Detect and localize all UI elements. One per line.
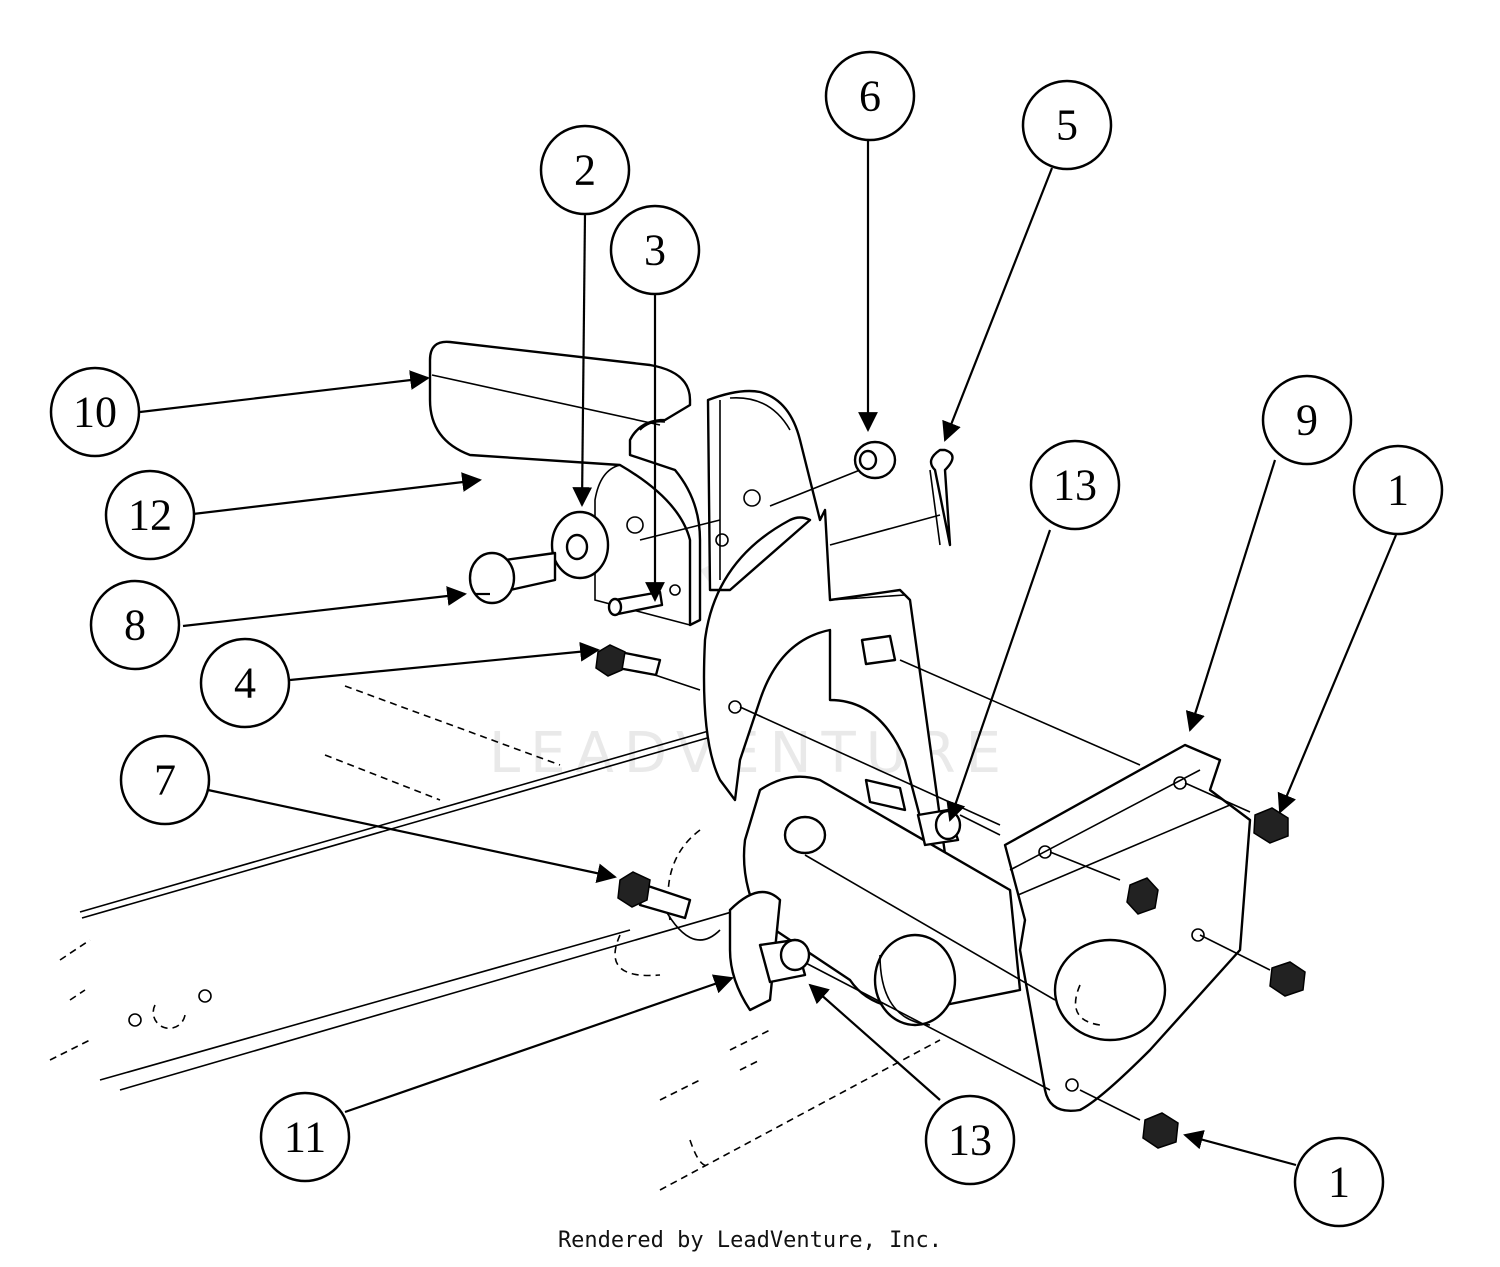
callout-13-lower: 13 <box>924 1094 1016 1186</box>
callout-label: 2 <box>574 146 596 195</box>
tine-shaft-housing <box>659 775 1022 1027</box>
callout-10: 10 <box>49 366 141 458</box>
hardware <box>468 440 1306 1149</box>
callout-13-upper: 13 <box>1029 439 1121 531</box>
callout-label: 4 <box>234 659 256 708</box>
callout-label: 8 <box>124 601 146 650</box>
callout-2: 2 <box>539 124 631 216</box>
callout-label: 6 <box>859 72 881 121</box>
flat-washer-icon <box>550 510 610 580</box>
callout-label: 13 <box>1053 461 1097 510</box>
stud-upper-icon <box>860 634 907 812</box>
render-credit: Rendered by LeadVenture, Inc. <box>557 1228 943 1253</box>
callout-4: 4 <box>199 637 291 729</box>
callout-1-lower: 1 <box>1293 1136 1385 1228</box>
callout-11: 11 <box>259 1091 351 1183</box>
center-bracket <box>702 389 952 895</box>
shoulder-bolt-icon <box>468 551 557 605</box>
callout-label: 1 <box>1387 466 1409 515</box>
callout-12: 12 <box>104 469 196 561</box>
callout-label: 1 <box>1328 1158 1350 1207</box>
callout-label: 7 <box>154 756 176 805</box>
leader-lines <box>139 140 1398 1167</box>
callout-label: 13 <box>948 1116 992 1165</box>
mounting-plate <box>1003 743 1252 1112</box>
hairpin-clip-icon <box>929 448 954 547</box>
callout-9: 9 <box>1261 374 1353 466</box>
spacer-lower-icon <box>758 938 811 984</box>
callout-label: 12 <box>128 491 172 540</box>
hex-bolt-lower-icon <box>617 871 692 920</box>
flange-nut-icon <box>853 440 897 480</box>
hex-bolt-icon <box>595 644 662 677</box>
callout-1-upper: 1 <box>1352 444 1444 536</box>
hex-nut-icon <box>1126 807 1306 1149</box>
callout-label: 10 <box>73 388 117 437</box>
callout-6: 6 <box>824 50 916 142</box>
callout-5: 5 <box>1021 79 1113 171</box>
callout-3: 3 <box>609 204 701 296</box>
callout-label: 11 <box>284 1113 326 1162</box>
callout-7: 7 <box>119 734 211 826</box>
callout-label: 9 <box>1296 396 1318 445</box>
spacer-upper-icon <box>916 808 962 847</box>
callout-label: 5 <box>1056 101 1078 150</box>
callout-8: 8 <box>89 579 181 671</box>
callout-label: 3 <box>644 226 666 275</box>
